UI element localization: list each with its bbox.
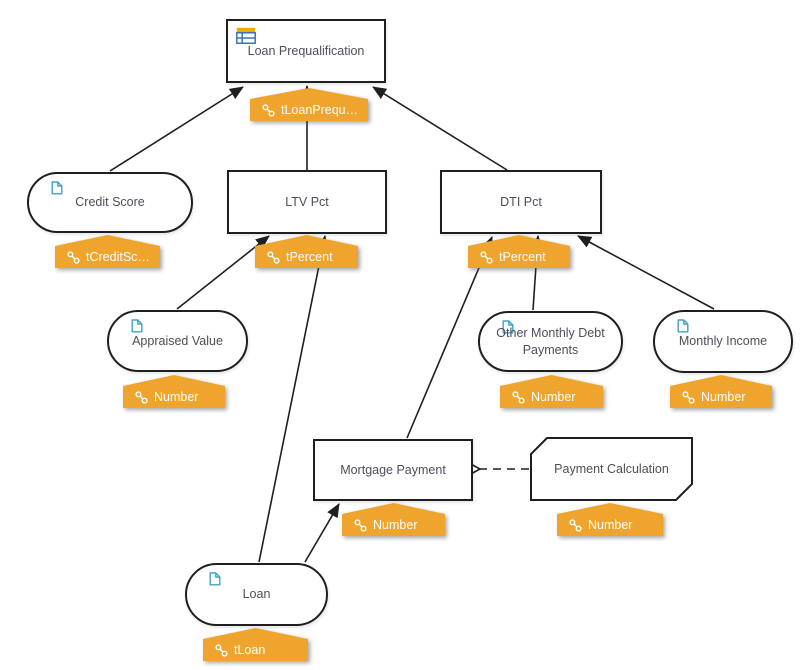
decision-table-icon-holder: [236, 27, 256, 49]
data-type-badge-loan-prequalification[interactable]: tLoanPrequalifi...: [250, 88, 368, 121]
input-data-icon-holder: [502, 320, 514, 339]
type-link-icon: [67, 250, 80, 264]
data-type-badge-shape: Number: [342, 503, 445, 536]
type-link-icon: [569, 518, 582, 532]
type-link-icon: [682, 390, 695, 404]
node-loan-prequalification[interactable]: Loan Prequalification: [226, 19, 386, 83]
node-credit-score[interactable]: Credit Score: [27, 172, 193, 233]
node-label: Loan: [242, 587, 271, 602]
input-data-icon-holder: [677, 319, 689, 338]
type-link-icon: [512, 390, 525, 404]
data-type-badge-label: Number: [701, 390, 746, 404]
type-link-icon: [262, 103, 275, 117]
edge-credit-score-to-loan-prequalification[interactable]: [109, 86, 244, 172]
input-data-icon-holder: [209, 572, 221, 591]
node-label: Other Monthly Debt Payments: [496, 325, 605, 357]
data-type-badge-ltv-pct[interactable]: tPercent: [255, 235, 358, 268]
node-payment-calculation[interactable]: Payment Calculation: [530, 437, 693, 501]
input-data-icon: [502, 320, 514, 334]
data-type-badge-credit-score[interactable]: tCreditScore: [55, 235, 160, 268]
edge-loan-to-ltv-pct[interactable]: [258, 235, 329, 563]
edge-loan-to-mortgage-payment[interactable]: [304, 503, 340, 563]
node-label: DTI Pct: [500, 194, 542, 209]
data-type-badge-monthly-income[interactable]: Number: [670, 375, 772, 408]
node-label: Loan Prequalification: [247, 43, 365, 58]
data-type-badge-other-monthly-debt-payments[interactable]: Number: [500, 375, 603, 408]
data-type-badge-shape: Number: [123, 375, 225, 408]
node-monthly-income[interactable]: Monthly Income: [653, 310, 793, 373]
node-mortgage-payment[interactable]: Mortgage Payment: [313, 439, 473, 501]
type-link-icon: [267, 250, 280, 264]
type-link-icon: [135, 390, 148, 404]
input-data-icon: [677, 319, 689, 333]
input-data-icon: [51, 181, 63, 195]
data-type-badge-label: Number: [588, 518, 633, 532]
type-link-icon: [354, 518, 367, 532]
node-label: Mortgage Payment: [340, 462, 446, 477]
data-type-badge-shape: tPercent: [468, 235, 570, 268]
data-type-badge-label: Number: [154, 390, 199, 404]
input-data-icon: [209, 572, 221, 586]
data-type-badge-label: Number: [373, 518, 418, 532]
data-type-badge-label: tLoanPrequalifi...: [281, 103, 368, 117]
input-data-icon-holder: [131, 319, 143, 338]
data-type-badge-appraised-value[interactable]: Number: [123, 375, 225, 408]
data-type-badge-label: tLoan: [234, 643, 266, 657]
data-type-badge-shape: Number: [670, 375, 772, 408]
data-type-badge-loan[interactable]: tLoan: [203, 628, 308, 661]
node-appraised-value[interactable]: Appraised Value: [107, 310, 248, 372]
node-label: Monthly Income: [678, 334, 768, 349]
edge-mortgage-payment-to-dti-pct[interactable]: [406, 236, 493, 439]
data-type-badge-shape: Number: [557, 503, 663, 536]
data-type-badge-shape: tLoan: [203, 628, 308, 661]
input-data-icon-holder: [51, 181, 63, 200]
type-link-icon: [215, 643, 228, 657]
data-type-badge-label: Number: [531, 390, 576, 404]
node-label: Payment Calculation: [554, 461, 669, 476]
edge-appraised-value-to-ltv-pct[interactable]: [176, 235, 270, 310]
data-type-badge-label: tPercent: [499, 250, 546, 264]
input-data-icon: [131, 319, 143, 333]
node-label: Credit Score: [75, 195, 145, 210]
edge-monthly-income-to-dti-pct[interactable]: [577, 235, 715, 310]
type-link-icon: [480, 250, 493, 264]
bkm-shape: [530, 437, 693, 501]
edge-dti-pct-to-loan-prequalification[interactable]: [372, 86, 508, 171]
data-type-badge-dti-pct[interactable]: tPercent: [468, 235, 570, 268]
data-type-badge-shape: tLoanPrequalifi...: [250, 88, 368, 121]
data-type-badge-mortgage-payment[interactable]: Number: [342, 503, 445, 536]
node-other-monthly-debt-payments[interactable]: Other Monthly Debt Payments: [478, 311, 623, 372]
node-dti-pct[interactable]: DTI Pct: [440, 170, 602, 234]
node-label: LTV Pct: [285, 194, 329, 209]
node-ltv-pct[interactable]: LTV Pct: [227, 170, 387, 234]
data-type-badge-shape: Number: [500, 375, 603, 408]
node-loan[interactable]: Loan: [185, 563, 328, 626]
decision-table-icon: [236, 27, 256, 44]
node-label: Appraised Value: [132, 333, 223, 348]
data-type-badge-label: tPercent: [286, 250, 333, 264]
data-type-badge-label: tCreditScore: [86, 250, 156, 264]
data-type-badge-payment-calculation[interactable]: Number: [557, 503, 663, 536]
data-type-badge-shape: tPercent: [255, 235, 358, 268]
data-type-badge-shape: tCreditScore: [55, 235, 160, 268]
